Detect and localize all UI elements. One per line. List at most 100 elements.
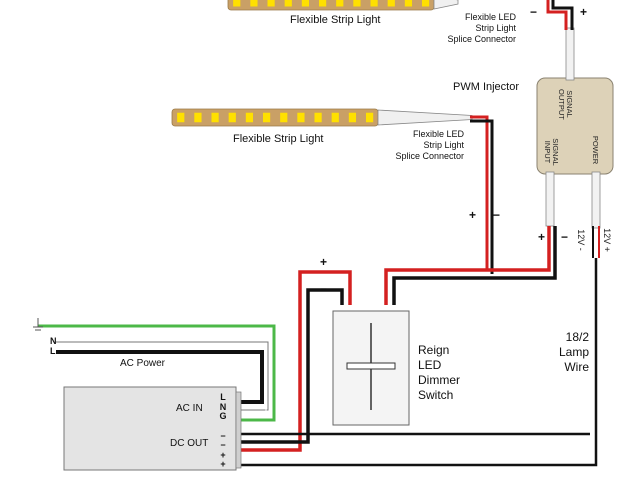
led-chip (387, 0, 395, 7)
terminal-g: G (219, 411, 227, 421)
strip-label-top: Flexible Strip Light (290, 14, 381, 26)
wire-signal-red (384, 226, 551, 305)
led-chip (280, 112, 288, 123)
lamp-wire-lower-black (236, 327, 598, 467)
led-chip (177, 112, 185, 123)
lamp-wire-label: 18/2 Lamp Wire (553, 330, 589, 375)
signal-output-label: SIGNAL OUTPUT (557, 89, 574, 120)
signal-input-line2: INPUT (543, 140, 552, 164)
led-chip (331, 112, 339, 123)
splice-connector (433, 0, 459, 10)
connector-top-line2: Strip Light (475, 23, 516, 33)
power-label: POWER (591, 135, 600, 165)
power-cable-sleeve (591, 171, 601, 229)
led-chip (348, 112, 357, 123)
led-chip (233, 0, 241, 7)
dimmer-label-line2: LED (418, 358, 442, 372)
led-chip (353, 0, 361, 7)
led-chip (245, 112, 254, 123)
neutral-wire-inner (56, 343, 267, 413)
led-chip (318, 0, 327, 7)
wire-mid-black (470, 119, 494, 274)
ground-wire (38, 324, 276, 422)
connector-top-line3: Splice Connector (447, 34, 516, 44)
psu-terminal-labels: L N G − − + + (216, 392, 230, 470)
led-chip (267, 0, 275, 7)
led-chip (404, 0, 413, 7)
dimmer-slider-knob (346, 362, 396, 370)
connector-label-top: Flexible LED Strip Light Splice Connecto… (440, 12, 516, 45)
voltage-neg-label: 12V - (576, 229, 586, 251)
plus-sign-mid: + (469, 208, 477, 222)
dimmer-label-line3: Dimmer (418, 373, 460, 387)
pwm-injector-body (536, 77, 614, 175)
output-cable-sleeve (565, 27, 575, 81)
dc-out-label: DC OUT (170, 438, 209, 449)
connector-mid-line3: Splice Connector (395, 151, 464, 161)
minus-sign-injector: − (561, 230, 569, 244)
plus-sign-dimmer: + (320, 255, 328, 269)
splice-connector (377, 109, 473, 126)
wire-top-black (551, 0, 574, 30)
led-chip (211, 112, 219, 123)
connector-mid-line1: Flexible LED (412, 129, 464, 139)
wire-top-red (546, 0, 568, 30)
led-chip (365, 112, 374, 123)
input-cable-sleeve (545, 171, 555, 227)
lamp-wire-line2: Lamp (558, 345, 589, 359)
ac-in-label: AC IN (176, 403, 203, 414)
led-chip (314, 112, 322, 123)
lamp-wire-line3: Wire (564, 360, 589, 374)
signal-input-label: SIGNAL INPUT (543, 137, 560, 167)
signal-output-line1: SIGNAL (565, 90, 574, 118)
plus-sign-injector: + (538, 230, 546, 244)
led-chip (194, 112, 202, 123)
terminal-l: L (220, 392, 226, 402)
signal-output-line2: OUTPUT (557, 89, 566, 120)
power-supply-terminal-block (235, 391, 242, 469)
led-chip (228, 112, 236, 123)
wire-mid-red (470, 115, 489, 270)
minus-sign-dimmer: − (320, 282, 328, 296)
dimmer-label-line1: Reign (418, 343, 450, 357)
mains-n-label: N (50, 336, 57, 346)
strip-label-middle: Flexible Strip Light (233, 133, 324, 145)
neutral-wire (56, 341, 269, 411)
wire-dimmer-black (236, 288, 344, 444)
led-chip (250, 0, 258, 7)
led-chip (284, 0, 292, 7)
led-chip (262, 112, 271, 123)
led-chip (370, 0, 378, 7)
ground-symbol-icon (33, 318, 43, 331)
power-supply-body (63, 386, 237, 471)
led-chip (297, 112, 305, 123)
terminal-neg-2: − (220, 440, 226, 450)
dimmer-label: Reign LED Dimmer Switch (418, 343, 460, 403)
mains-l-label: L (50, 346, 56, 356)
minus-sign-top: − (530, 5, 538, 19)
wire-signal-black (392, 226, 557, 305)
voltage-pos-label: 12V + (602, 228, 612, 252)
led-chip (301, 0, 310, 7)
wire-dimmer-red (236, 270, 352, 452)
signal-input-line1: SIGNAL (551, 138, 560, 166)
led-chip (421, 0, 430, 7)
strip-light-top (227, 0, 459, 11)
dimmer-label-line4: Switch (418, 388, 454, 402)
terminal-n: N (219, 401, 227, 412)
strip-light-middle (171, 108, 473, 127)
strip-body (171, 108, 379, 127)
strip-body (227, 0, 435, 11)
plus-sign-top: + (580, 5, 588, 19)
terminal-pos-1: + (220, 449, 226, 460)
led-chip (336, 0, 344, 7)
connector-mid-line2: Strip Light (423, 140, 464, 150)
line-wire (56, 350, 264, 404)
ac-power-label: AC Power (120, 358, 166, 369)
connector-top-line1: Flexible LED (464, 12, 516, 22)
terminal-pos-2: + (220, 459, 226, 469)
connector-label-middle: Flexible LED Strip Light Splice Connecto… (388, 129, 464, 162)
minus-sign-mid: − (493, 208, 501, 222)
terminal-neg-1: − (220, 430, 226, 441)
